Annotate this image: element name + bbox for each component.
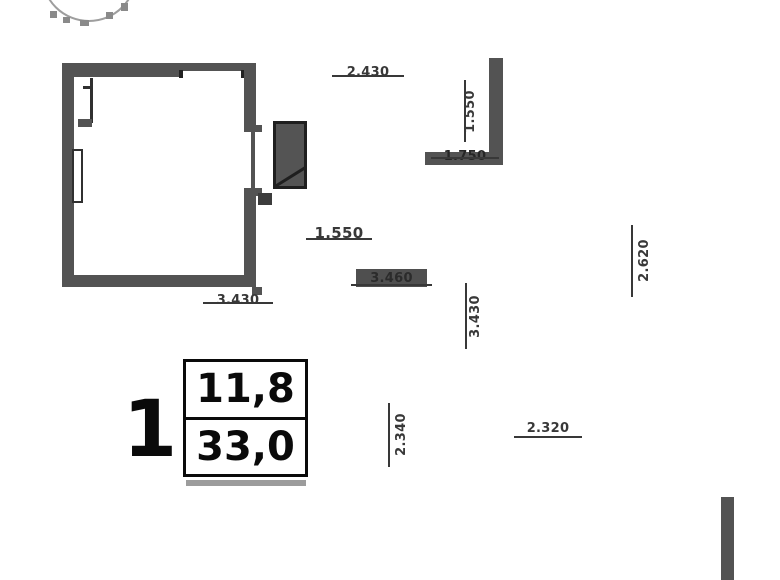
window-top	[182, 71, 242, 77]
dimension-label: 3.430	[216, 293, 260, 308]
window-edge-mark	[241, 70, 245, 78]
dimension-label: 2.340	[394, 412, 409, 456]
dimension-strike-line	[351, 284, 432, 286]
interior-mark-line	[90, 78, 93, 123]
wall-fragment-vertical	[489, 58, 503, 165]
dimension-strike-line	[464, 80, 466, 142]
area-table: 11,8 33,0	[183, 359, 308, 477]
door-frame-stub	[258, 193, 272, 205]
room-wall-right-upper	[244, 63, 256, 125]
room-wall-left	[62, 63, 74, 287]
dimension-label: 3.430	[467, 294, 483, 338]
room-wall-right-lower	[244, 196, 256, 287]
dimension-label: 1.750	[436, 148, 494, 165]
window-line-right	[251, 132, 255, 188]
dimension-label: 1.550	[314, 224, 364, 242]
dimension-label: 2.430	[346, 65, 390, 80]
door-stub-upper	[244, 125, 262, 132]
living-area-value: 11,8	[196, 366, 295, 413]
dimension-label: 1.550	[462, 89, 478, 133]
wall-stub-bottom	[252, 287, 262, 295]
dimension-strike-line	[631, 225, 633, 297]
dimension-label: 3.460	[356, 269, 427, 287]
compass-tick-icon	[106, 12, 113, 19]
compass-tick-icon	[80, 20, 89, 26]
interior-mark-foot	[78, 119, 92, 127]
unit-number: 1	[122, 385, 178, 475]
dimension-strike-line	[306, 238, 372, 240]
door-stub-lower	[244, 188, 262, 196]
window-edge-mark	[179, 70, 183, 78]
total-area-value: 33,0	[186, 416, 305, 475]
wall-fragment-bottom-right	[721, 497, 734, 580]
dimension-strike-line	[431, 157, 499, 159]
dimension-strike-line	[332, 75, 404, 77]
dimension-label: 2.620	[636, 238, 652, 282]
dimension-strike-line	[465, 283, 467, 349]
compass-tick-icon	[50, 11, 57, 18]
dimension-strike-line	[388, 403, 390, 467]
dimension-label: 2.320	[526, 421, 570, 436]
room-wall-bottom	[62, 275, 256, 287]
compass-tick-icon	[121, 3, 128, 11]
dimension-strike-line	[203, 302, 273, 304]
dimension-strike-line	[514, 436, 582, 438]
table-shadow	[186, 480, 306, 486]
interior-mark-tick	[83, 86, 91, 89]
compass-tick-icon	[63, 17, 70, 23]
radiator-symbol	[72, 149, 83, 203]
